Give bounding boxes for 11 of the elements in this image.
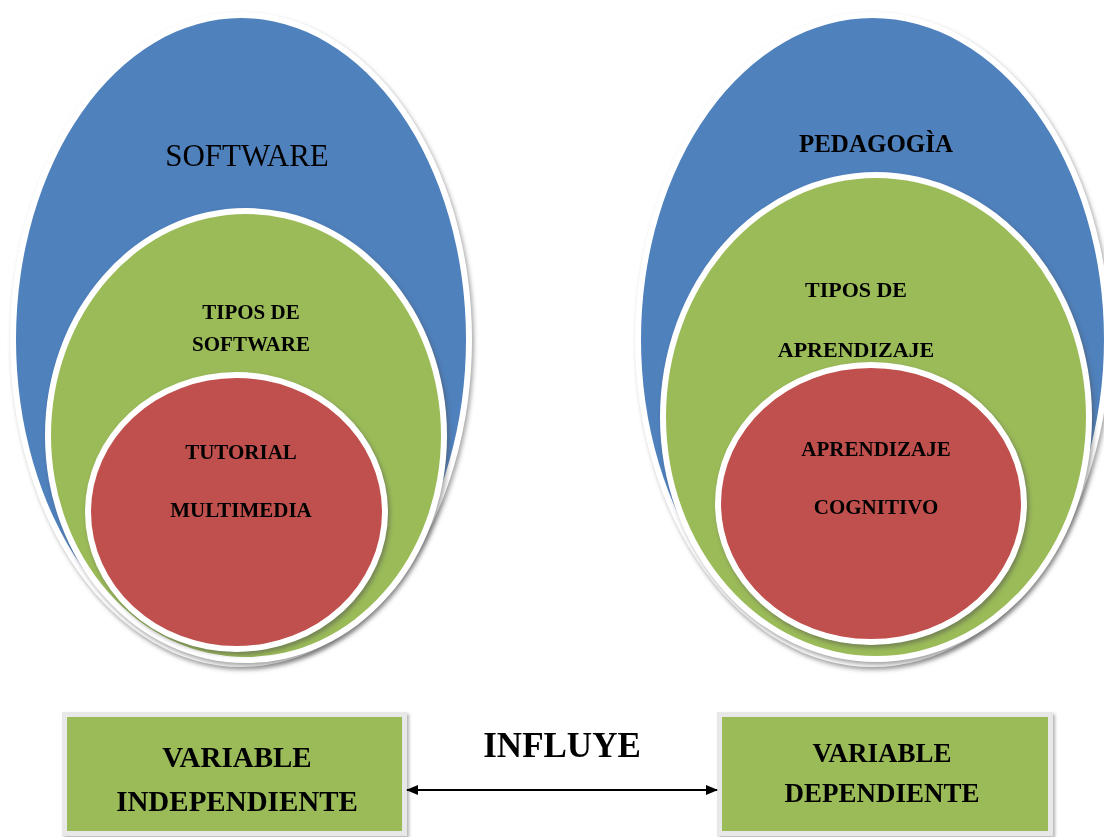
- node-label: VARIABLE INDEPENDIENTE: [115, 740, 359, 819]
- node-label: TUTORIAL MULTIMEDIA: [169, 439, 313, 524]
- node-label: TIPOS DE SOFTWARE: [191, 299, 311, 358]
- node-label: VARIABLE DEPENDIENTE: [783, 737, 981, 810]
- double-arrow: [406, 785, 718, 795]
- node-label: SOFTWARE: [164, 137, 330, 175]
- variable-box: [717, 712, 1053, 836]
- variable-box: [62, 712, 407, 836]
- node-label: APRENDIZAJE COGNITIVO: [800, 436, 952, 521]
- node-label: PEDAGOGÌA: [797, 129, 955, 159]
- node-label: TIPOS DE APRENDIZAJE: [776, 276, 936, 364]
